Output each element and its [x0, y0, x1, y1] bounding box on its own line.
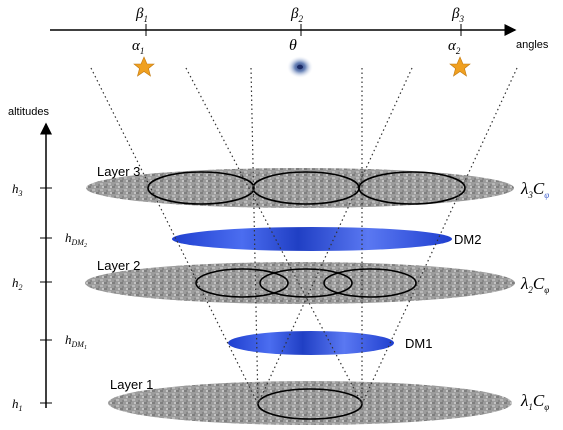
- label-beta3: β3: [451, 6, 464, 24]
- dm1-label: DM1: [405, 336, 432, 351]
- label-alpha1: α1: [132, 38, 144, 56]
- layer2-disk: [85, 262, 515, 304]
- altitudes-axis-label: altitudes: [8, 106, 49, 118]
- label-theta: θ: [289, 37, 297, 54]
- beam-theta-left: [250, 67, 259, 405]
- beam-lines: [90, 67, 518, 405]
- label-hdm1: hDM1: [65, 332, 87, 351]
- galaxy-icon-target: [287, 56, 313, 78]
- altitudes-axis: altitudes h3 hDM2 h2 hDM1 h1: [8, 106, 87, 413]
- angles-axis: angles β1 β2 β3 α1 θ α2: [50, 6, 549, 56]
- layer1-label: Layer 1: [110, 377, 153, 392]
- dm2-label: DM2: [454, 232, 481, 247]
- layer3-disk: [86, 168, 514, 208]
- footprint-l3-alpha2: [358, 171, 466, 205]
- label-beta2: β2: [290, 6, 303, 24]
- beam-alpha1-right: [185, 67, 363, 405]
- beam-alpha2-right: [361, 67, 518, 405]
- star-icon-alpha1: [133, 56, 155, 77]
- star-icon-alpha2: [449, 56, 471, 77]
- label-h2: h2: [12, 275, 23, 292]
- footprint-l2-alpha1: [195, 268, 289, 298]
- beam-alpha2-left: [257, 67, 413, 405]
- layer3-label: Layer 3: [97, 164, 140, 179]
- angles-axis-label: angles: [516, 39, 549, 51]
- dm2-disk: [172, 227, 452, 251]
- label-alpha2: α2: [448, 38, 461, 56]
- covariance-label-layer1: λ1Cφ: [520, 391, 549, 412]
- covariance-label-layer3: λ3Cφ: [520, 179, 549, 200]
- layer2-label: Layer 2: [97, 258, 140, 273]
- label-beta1: β1: [135, 6, 148, 24]
- dm1-disk: [228, 331, 394, 355]
- footprint-l2-theta: [259, 268, 353, 298]
- footprint-l3-alpha1: [147, 171, 255, 205]
- footprint-l2-alpha2: [323, 268, 417, 298]
- label-h3: h3: [12, 181, 23, 198]
- layer1-disk: [108, 381, 512, 425]
- label-hdm2: hDM2: [65, 230, 87, 249]
- covariance-label-layer2: λ2Cφ: [520, 274, 549, 295]
- label-h1: h1: [12, 396, 23, 413]
